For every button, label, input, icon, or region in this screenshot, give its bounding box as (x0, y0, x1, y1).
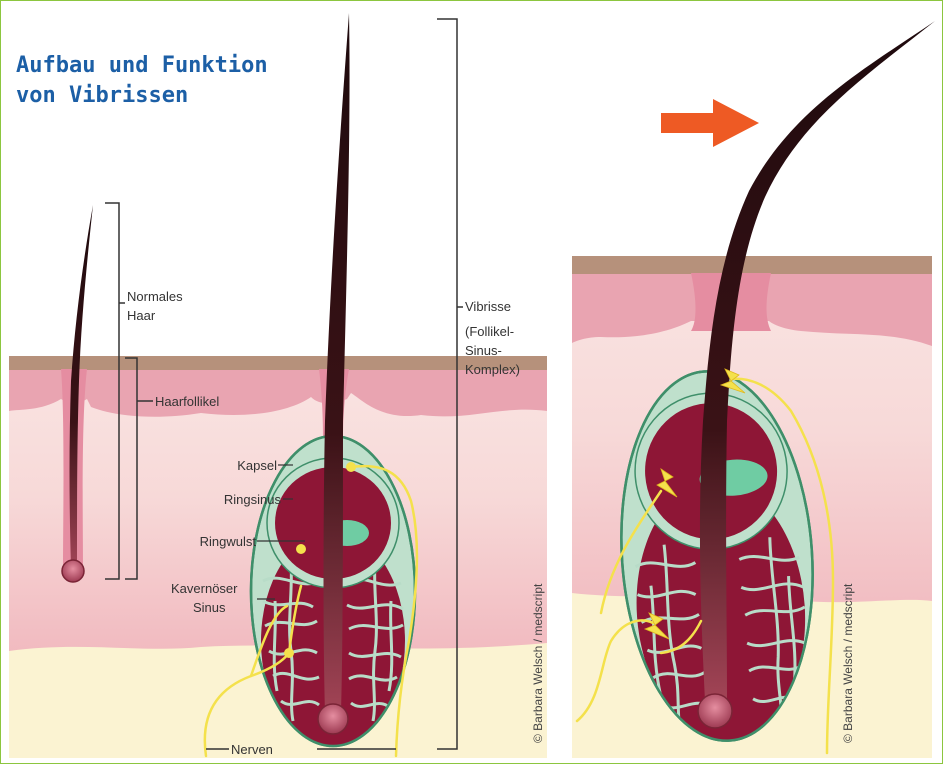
label-normales-haar-line1: Normales (127, 287, 183, 306)
label-vibrisse-sub2: Sinus- (465, 341, 520, 360)
title-line-2: von Vibrissen (16, 81, 268, 111)
label-vibrisse-sub1: (Follikel- (465, 322, 520, 341)
label-normales-haar-line2: Haar (127, 306, 183, 325)
vibrissa-bulb (318, 704, 348, 734)
label-haarfollikel: Haarfollikel (155, 392, 219, 411)
label-kapsel: Kapsel (201, 456, 277, 475)
normal-hair-bulb (62, 560, 84, 582)
label-vibrisse-sub3: Komplex) (465, 360, 520, 379)
label-vibrisse: Vibrisse (Follikel- Sinus- Komplex) (465, 297, 520, 379)
label-nerven: Nerven (231, 740, 273, 759)
label-vibrisse-title: Vibrisse (465, 297, 520, 316)
label-kavernoeser-line2: Sinus (171, 598, 237, 617)
credit-left: © Barbara Welsch / medscript (531, 584, 545, 743)
label-normales-haar: Normales Haar (127, 287, 183, 325)
deflected-vibrissa-bulb (698, 694, 732, 728)
credit-right: © Barbara Welsch / medscript (841, 584, 855, 743)
label-ringsinus: Ringsinus (181, 490, 281, 509)
label-ringwulst: Ringwulst (161, 532, 256, 551)
label-kavernoeser-sinus: Kavernöser Sinus (171, 579, 237, 617)
figure-title: Aufbau und Funktion von Vibrissen (16, 51, 268, 111)
arrow-right-icon (661, 99, 759, 147)
label-kavernoeser-line1: Kavernöser (171, 579, 237, 598)
title-line-1: Aufbau und Funktion (16, 51, 268, 81)
